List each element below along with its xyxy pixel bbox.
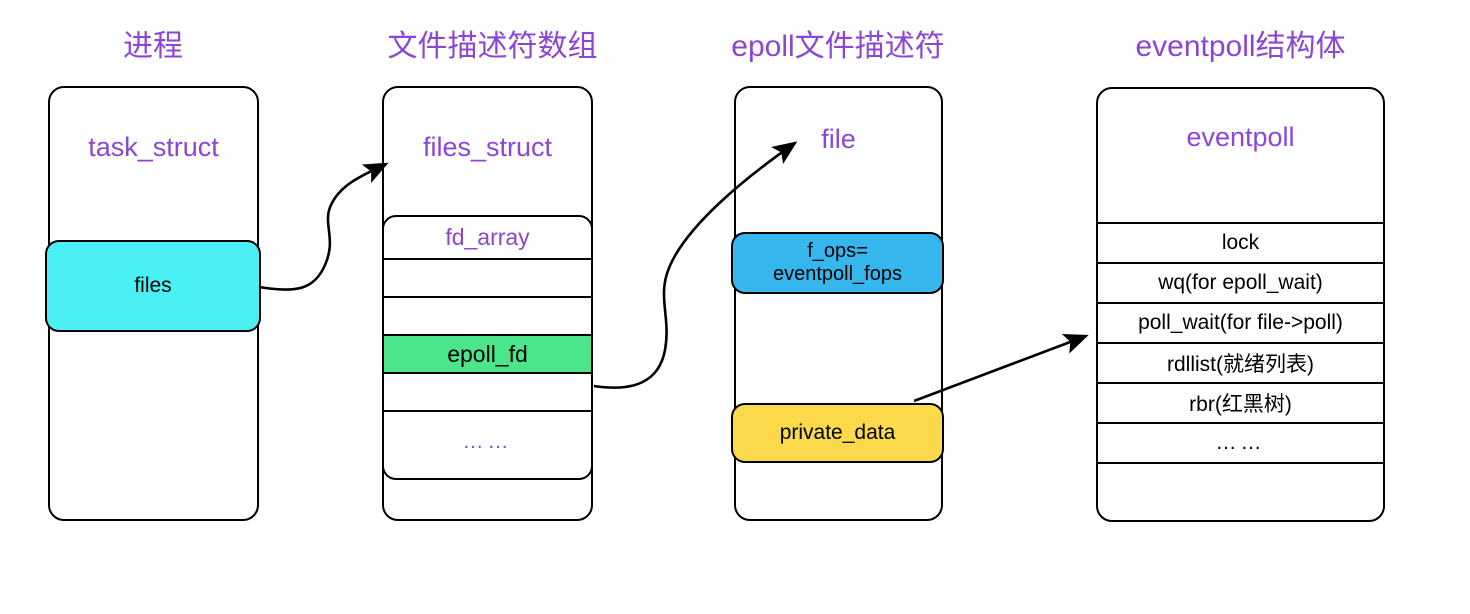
epoll-fd-label: epoll_fd [447,340,528,367]
fd-array-title-label: fd_array [445,224,530,250]
fd-array-row-ellipsis: …… [384,412,591,472]
column-header-fd-array: 文件描述符数组 [387,30,598,63]
f-ops-line-2: eventpoll_fops [773,263,902,285]
arrow-files-to-files-struct [258,162,389,291]
task-struct-label: task_struct [88,132,219,162]
eventpoll-field-lock-label: lock [1221,231,1260,254]
files-struct-label: files_struct [422,132,553,162]
column-header-process: 进程 [123,30,183,63]
fd-array-row-empty-2[interactable] [384,298,591,336]
eventpoll-field-poll-wait-label: poll_wait(for file->poll) [1138,311,1343,334]
eventpoll-field-rbr[interactable]: rbr(红黑树) [1098,382,1383,422]
eventpoll-field-ellipsis: …… [1098,422,1383,462]
files-member-label: files [134,273,172,297]
f-ops-line-1: f_ops= [807,240,868,262]
fd-array-row-empty-3[interactable] [384,374,591,412]
eventpoll-field-empty[interactable] [1098,462,1383,520]
files-member-box[interactable]: files [45,240,261,332]
eventpoll-field-rbr-label: rbr(红黑树) [1189,393,1292,416]
column-header-epoll-fd: epoll文件描述符 [731,30,945,63]
eventpoll-field-lock[interactable]: lock [1098,222,1383,262]
fd-array-ellipsis-label: …… [462,430,513,453]
eventpoll-field-rdllist[interactable]: rdllist(就绪列表) [1098,342,1383,382]
f-ops-member-box[interactable]: f_ops= eventpoll_fops [731,232,944,294]
eventpoll-field-poll-wait[interactable]: poll_wait(for file->poll) [1098,302,1383,342]
fd-array-row-title: fd_array [384,217,591,260]
column-header-eventpoll: eventpoll结构体 [1135,30,1346,63]
eventpoll-field-wq-label: wq(for epoll_wait) [1158,271,1323,294]
private-data-member-box[interactable]: private_data [731,403,944,463]
file-label: file [821,124,856,154]
eventpoll-field-rdllist-label: rdllist(就绪列表) [1167,353,1314,376]
eventpoll-label: eventpoll [1186,122,1295,152]
eventpoll-ellipsis-label: …… [1215,431,1266,454]
fd-array-row-empty-1[interactable] [384,260,591,298]
fd-array-table: fd_array epoll_fd …… [382,215,593,480]
eventpoll-field-wq[interactable]: wq(for epoll_wait) [1098,262,1383,302]
eventpoll-box: eventpoll lock wq(for epoll_wait) poll_w… [1096,87,1385,522]
private-data-label: private_data [779,420,896,444]
fd-array-row-epoll-fd[interactable]: epoll_fd [384,336,591,374]
